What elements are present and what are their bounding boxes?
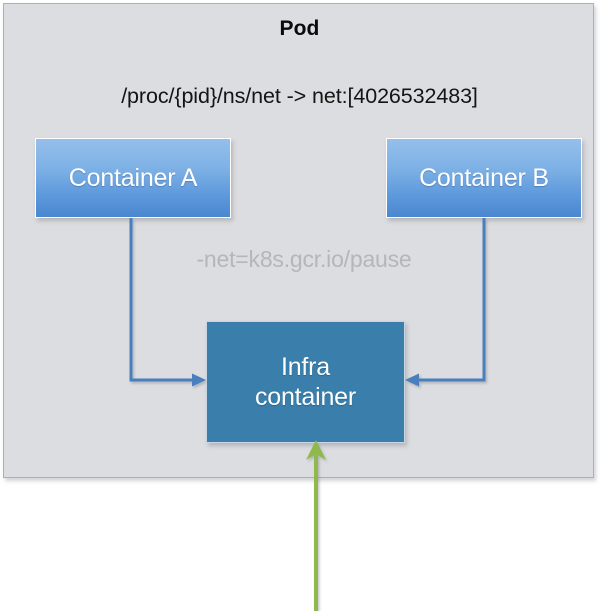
container-a-label: Container A [68,163,198,192]
infra-label-line1: Infra [280,352,330,381]
pod-netns-path-text: /proc/{pid}/ns/net -> net:[4026532483] [121,84,478,108]
infra-container-label: Infra container [255,352,356,413]
container-b-box: Container B [386,138,582,218]
container-b-label: Container B [419,163,549,192]
infra-container-box: Infra container [206,321,405,443]
pause-image-annotation: -net=k8s.gcr.io/pause [196,246,412,272]
pod-title: Pod [279,17,320,40]
infra-label-line2: container [254,383,357,411]
container-a-box: Container A [35,138,231,218]
